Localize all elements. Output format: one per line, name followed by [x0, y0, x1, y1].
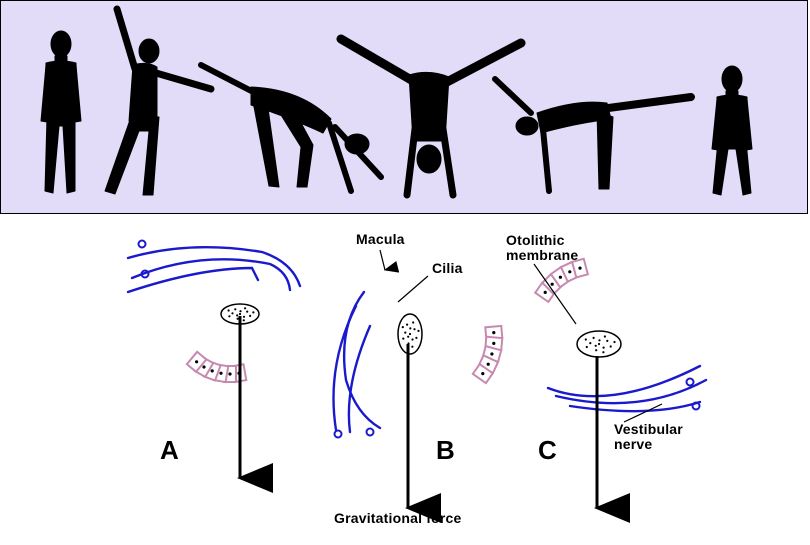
panel-label-a: A: [160, 435, 179, 465]
nerve-fiber-a1: [126, 246, 302, 288]
diagram-a: [126, 239, 302, 384]
figure-bending-reverse: [492, 76, 695, 194]
vestibular-nerve-label: Vestibular nerve: [614, 421, 683, 452]
figure-standing-right: [711, 65, 753, 196]
figure-arms-raised: [104, 5, 215, 196]
nerve-fiber-c3: [568, 400, 702, 413]
cilia-pointer: [397, 275, 429, 303]
otolithic-pointer: [533, 263, 577, 325]
panel-label-b: B: [436, 435, 455, 465]
panel-label-c: C: [538, 435, 557, 465]
macula-pointer: [379, 249, 400, 273]
figure-bending: [198, 62, 384, 194]
vestibular-pointer: [623, 403, 663, 423]
macula-label: Macula: [356, 231, 405, 247]
nerve-fiber-b2: [332, 304, 358, 432]
diagram-c: [533, 257, 708, 413]
figure-standing-left: [40, 30, 82, 194]
nerve-fiber-c1: [546, 364, 702, 398]
nerve-fiber-b3: [347, 324, 372, 434]
macula-drawings: [126, 239, 708, 523]
nerve-fiber-a3: [126, 266, 260, 294]
nerve-fiber-a2: [130, 258, 292, 292]
cilia-label: Cilia: [432, 260, 463, 276]
otolithic-membrane-label: Otolithic membrane: [506, 232, 579, 263]
cartwheel-silhouettes: [40, 5, 753, 199]
figure-handstand: [336, 34, 526, 199]
gravitational-force-label: Gravitational force: [334, 510, 462, 526]
nerve-fiber-c2: [554, 378, 708, 405]
macula-diagram: Macula Cilia Otolithic membrane Vestibul…: [0, 216, 810, 540]
diagram-b: [332, 290, 504, 439]
cartwheel-panel: [0, 0, 808, 214]
